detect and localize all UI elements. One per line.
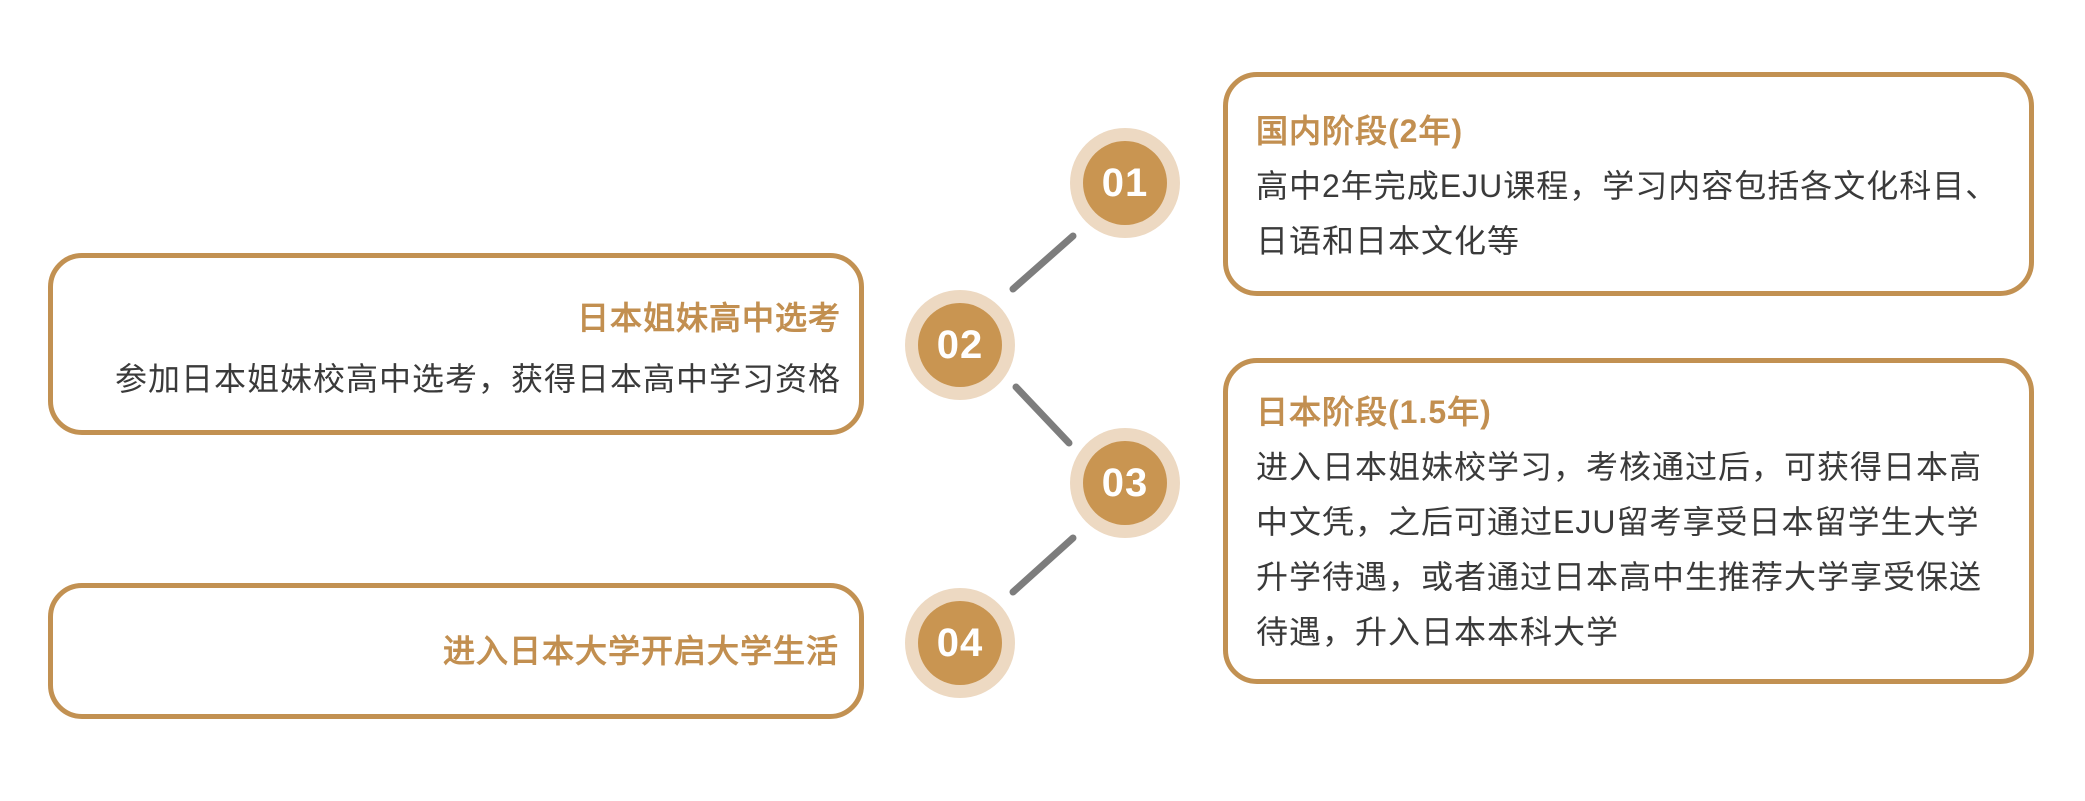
card-sister-school-selection-body: 参加日本姐妹校高中选考，获得日本高中学习资格 (114, 361, 841, 397)
step-number-04: 04 (936, 620, 984, 665)
step-circle-01: 01 (1070, 128, 1180, 238)
card-japan-stage: 日本阶段(1.5年) 进入日本姐妹校学习，考核通过后，可获得日本高中文凭，之后可… (1223, 358, 2034, 684)
card-university-life: 进入日本大学开启大学生活 (48, 583, 864, 719)
connector-line-03-04 (1009, 534, 1077, 596)
step-number-03: 03 (1101, 460, 1149, 505)
card-japan-stage-title: 日本阶段(1.5年) (1256, 394, 1492, 430)
step-circle-03-core: 03 (1083, 441, 1167, 525)
card-sister-school-selection-title: 日本姐妹高中选考 (576, 300, 841, 336)
step-circle-01-core: 01 (1083, 141, 1167, 225)
card-sister-school-selection: 日本姐妹高中选考 参加日本姐妹校高中选考，获得日本高中学习资格 (48, 253, 864, 435)
step-number-02: 02 (936, 322, 984, 367)
step-circle-04: 04 (905, 588, 1015, 698)
card-domestic-stage-title: 国内阶段(2年) (1256, 113, 1464, 149)
step-circle-02-core: 02 (918, 303, 1002, 387)
card-domestic-stage: 国内阶段(2年) 高中2年完成EJU课程，学习内容包括各文化科目、日语和日本文化… (1223, 72, 2034, 296)
step-circle-02: 02 (905, 290, 1015, 400)
card-domestic-stage-body: 高中2年完成EJU课程，学习内容包括各文化科目、日语和日本文化等 (1256, 168, 1999, 259)
connector-line-02-03 (1012, 383, 1073, 447)
card-university-life-title: 进入日本大学开启大学生活 (442, 632, 839, 669)
card-japan-stage-body: 进入日本姐妹校学习，考核通过后，可获得日本高中文凭，之后可通过EJU留考享受日本… (1256, 449, 1983, 650)
step-circle-03: 03 (1070, 428, 1180, 538)
step-number-01: 01 (1101, 160, 1149, 205)
connector-line-01-02 (1009, 232, 1077, 293)
step-circle-04-core: 04 (918, 601, 1002, 685)
